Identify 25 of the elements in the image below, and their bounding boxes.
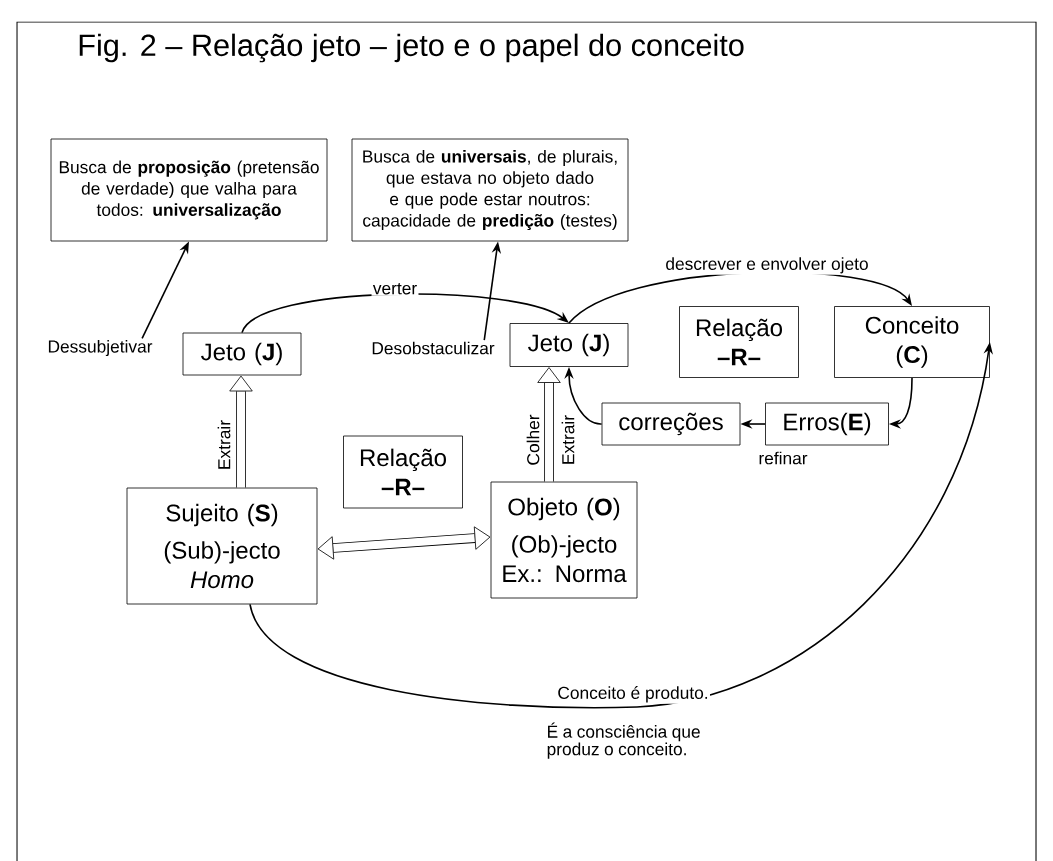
edge-label: Extrair: [216, 418, 232, 472]
concept-box: correções: [601, 402, 741, 446]
concept-box: Jeto (J): [182, 332, 302, 376]
note-box: Busca de proposição (pretensão de verdade) que valha para todos: universalização: [50, 138, 328, 242]
hollow-arrow: [317, 526, 491, 560]
edge-label: refinar: [757, 450, 809, 466]
action-label: Dessubjetivar: [48, 339, 153, 357]
concept-box: Erros(E): [765, 402, 889, 446]
note-text: É a consciência que produz o conceito.: [547, 722, 700, 759]
note-box: Busca de universais, de plurais, que estava no objeto dado e que pode estar noutros: capacidade de predição (testes): [351, 138, 629, 242]
concept-box: Jeto (J): [509, 323, 629, 367]
hollow-arrow: [537, 367, 561, 482]
concept-box: Objeto (O) (Ob)-jecto Ex.: Norma: [490, 481, 638, 599]
concept-box: Sujeito (S) (Sub)-jecto Homo: [126, 487, 318, 605]
concept-box: Relação –R–: [679, 306, 799, 378]
edge-label: Colher: [525, 413, 541, 467]
hollow-arrow: [229, 375, 253, 488]
action-label: Desobstaculizar: [372, 341, 495, 355]
edge-label: verter: [371, 281, 419, 296]
edge-label: descrever e envolver ojeto: [664, 255, 870, 275]
title: Fig. 2 – Relação jeto – jeto e o papel do conceito: [79, 33, 744, 63]
rotated-label: Extrair: [561, 415, 575, 464]
concept-box: Relação –R–: [343, 435, 463, 509]
edge-label: Conceito é produto.: [556, 684, 710, 704]
concept-box: Conceito (C): [834, 306, 990, 378]
